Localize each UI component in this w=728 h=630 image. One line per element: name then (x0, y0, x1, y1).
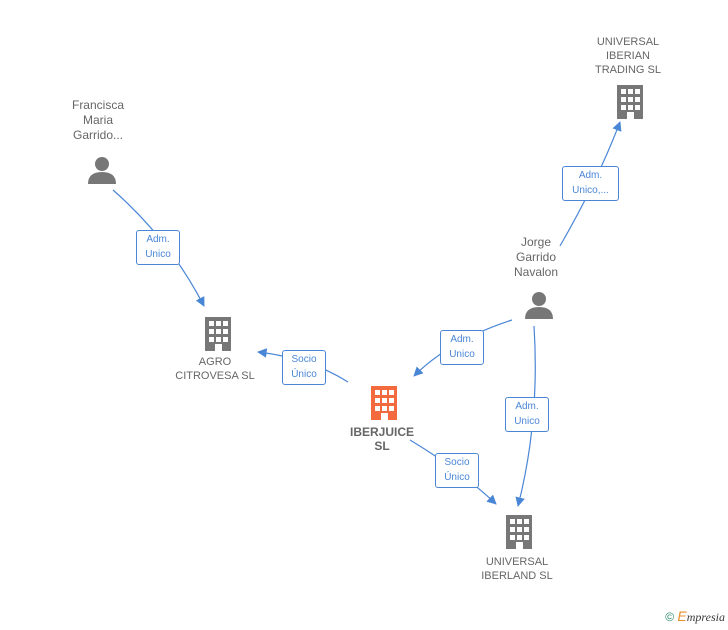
building-icon[interactable] (371, 386, 397, 420)
node-label-universal-iberland[interactable]: UNIVERSAL IBERLAND SL (481, 556, 553, 582)
person-icon[interactable] (525, 292, 553, 319)
node-label-francisca[interactable]: Francisca Maria Garrido... (71, 98, 124, 142)
edge-label-jorge-universal-iberian: Adm. Unico,... (562, 166, 619, 201)
edge-label-iberjuice-iberland: Socio Único (435, 453, 479, 488)
edge-label-jorge-iberland: Adm. Unico (505, 397, 549, 432)
copyright-symbol: © (665, 610, 675, 624)
person-icon[interactable] (88, 157, 116, 184)
edge-label-iberjuice-agro: Socio Único (282, 350, 326, 385)
building-icon[interactable] (506, 515, 532, 549)
edge-label-jorge-iberjuice: Adm. Unico (440, 330, 484, 365)
node-label-universal-iberian[interactable]: UNIVERSAL IBERIAN TRADING SL (594, 36, 661, 76)
brand-logo-e: E (677, 608, 687, 624)
node-label-iberjuice[interactable]: IBERJUICE SL (349, 425, 414, 453)
node-label-jorge[interactable]: Jorge Garrido Navalon (513, 235, 559, 279)
building-icon[interactable] (205, 317, 231, 351)
building-icon[interactable] (617, 85, 643, 119)
brand-logo-text: mpresia (686, 610, 725, 624)
node-label-agro[interactable]: AGRO CITROVESA SL (175, 356, 255, 382)
copyright-footer: © Empresia (665, 608, 725, 625)
edge-label-francisca-agro: Adm. Unico (136, 230, 180, 265)
